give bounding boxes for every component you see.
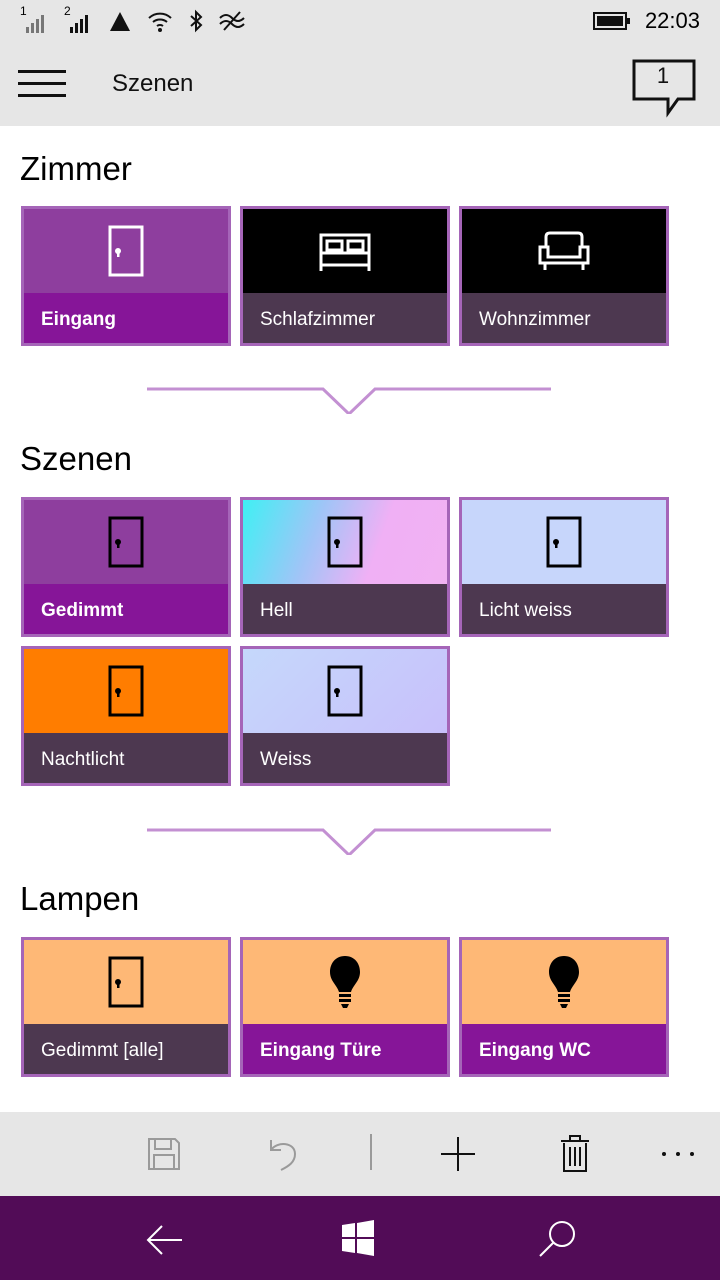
- battery-icon: [592, 12, 630, 30]
- data-triangle-icon: [110, 12, 130, 31]
- back-button[interactable]: [142, 1218, 186, 1262]
- hamburger-line: [18, 70, 66, 73]
- tile-label: Nachtlicht: [24, 733, 228, 783]
- command-bar: [0, 1112, 720, 1196]
- door-icon: [108, 665, 144, 717]
- undo-button[interactable]: [262, 1134, 302, 1174]
- tile-label: Schlafzimmer: [243, 293, 447, 343]
- page-title: Szenen: [112, 70, 194, 97]
- door-icon: [108, 516, 144, 568]
- tile-visual: [243, 500, 447, 584]
- search-icon: [539, 1221, 575, 1257]
- tile-gedimmt-alle[interactable]: Gedimmt [alle]: [21, 937, 231, 1077]
- sim1-label: 1: [20, 4, 27, 18]
- tile-schlafzimmer[interactable]: Schlafzimmer: [240, 206, 450, 346]
- signal-sim1-icon: 1: [20, 4, 50, 34]
- section-title-lampen: Lampen: [20, 880, 140, 917]
- door-icon: [327, 516, 363, 568]
- more-button[interactable]: [658, 1134, 698, 1174]
- hamburger-line: [18, 82, 66, 85]
- tile-visual: [24, 649, 228, 733]
- door-icon: [108, 956, 144, 1008]
- search-button[interactable]: [536, 1218, 580, 1262]
- tile-visual: [24, 940, 228, 1024]
- delete-icon: [561, 1135, 589, 1172]
- tile-label: Gedimmt [alle]: [24, 1024, 228, 1074]
- command-separator: [370, 1134, 372, 1170]
- tile-visual: [243, 649, 447, 733]
- start-button[interactable]: [338, 1218, 382, 1262]
- door-icon: [108, 225, 144, 277]
- hamburger-line: [18, 94, 66, 97]
- clock: 22:03: [644, 8, 700, 33]
- tile-wohnzimmer[interactable]: Wohnzimmer: [459, 206, 669, 346]
- nfc-icon: [219, 11, 245, 31]
- undo-icon: [270, 1140, 297, 1171]
- sim2-label: 2: [64, 4, 71, 18]
- tile-label: Gedimmt: [24, 584, 228, 634]
- save-icon: [148, 1138, 180, 1170]
- wifi-icon: [148, 12, 172, 32]
- bed-icon: [319, 233, 371, 271]
- signal-sim2-icon: 2: [64, 4, 94, 34]
- bulb-icon: [549, 956, 579, 1008]
- tile-licht-weiss[interactable]: Licht weiss: [459, 497, 669, 637]
- message-bubble-icon: [632, 59, 696, 118]
- section-title-zimmer: Zimmer: [20, 150, 132, 187]
- tile-label: Licht weiss: [462, 584, 666, 634]
- tile-eingang[interactable]: Eingang: [21, 206, 231, 346]
- tile-label: Eingang WC: [462, 1024, 666, 1074]
- system-navigation-bar: [0, 1196, 720, 1280]
- tile-weiss[interactable]: Weiss: [240, 646, 450, 786]
- status-bar: 1 2: [0, 0, 720, 42]
- save-button[interactable]: [144, 1134, 184, 1174]
- section-title-szenen: Szenen: [20, 440, 132, 477]
- tile-nachtlicht[interactable]: Nachtlicht: [21, 646, 231, 786]
- tile-visual: [462, 209, 666, 293]
- main-content: Zimmer Eingang Schlafzimmer: [0, 126, 720, 1112]
- tile-visual: [24, 209, 228, 293]
- bluetooth-icon: [190, 9, 203, 33]
- notification-button[interactable]: 1: [632, 59, 696, 119]
- section-collapse-divider[interactable]: [147, 374, 551, 414]
- sofa-icon: [538, 231, 590, 270]
- tile-visual: [462, 500, 666, 584]
- hamburger-menu-button[interactable]: [18, 70, 66, 100]
- tile-visual: [243, 209, 447, 293]
- delete-button[interactable]: [555, 1134, 595, 1174]
- door-icon: [327, 665, 363, 717]
- notification-count: 1: [656, 63, 670, 88]
- section-collapse-divider[interactable]: [147, 815, 551, 855]
- tile-label: Weiss: [243, 733, 447, 783]
- tile-eingang-tuere[interactable]: Eingang Türe: [240, 937, 450, 1077]
- bulb-icon: [330, 956, 360, 1008]
- door-icon: [546, 516, 582, 568]
- tile-visual: [243, 940, 447, 1024]
- app-bar: Szenen 1: [0, 42, 720, 126]
- windows-icon: [342, 1220, 374, 1256]
- more-icon: [662, 1152, 694, 1156]
- tile-visual: [462, 940, 666, 1024]
- tile-visual: [24, 500, 228, 584]
- tile-eingang-wc[interactable]: Eingang WC: [459, 937, 669, 1077]
- add-button[interactable]: [438, 1134, 478, 1174]
- back-icon: [146, 1225, 182, 1255]
- tile-label: Eingang: [24, 293, 228, 343]
- tile-hell[interactable]: Hell: [240, 497, 450, 637]
- tile-label: Eingang Türe: [243, 1024, 447, 1074]
- tile-gedimmt[interactable]: Gedimmt: [21, 497, 231, 637]
- tile-label: Hell: [243, 584, 447, 634]
- add-icon: [441, 1137, 475, 1171]
- tile-label: Wohnzimmer: [462, 293, 666, 343]
